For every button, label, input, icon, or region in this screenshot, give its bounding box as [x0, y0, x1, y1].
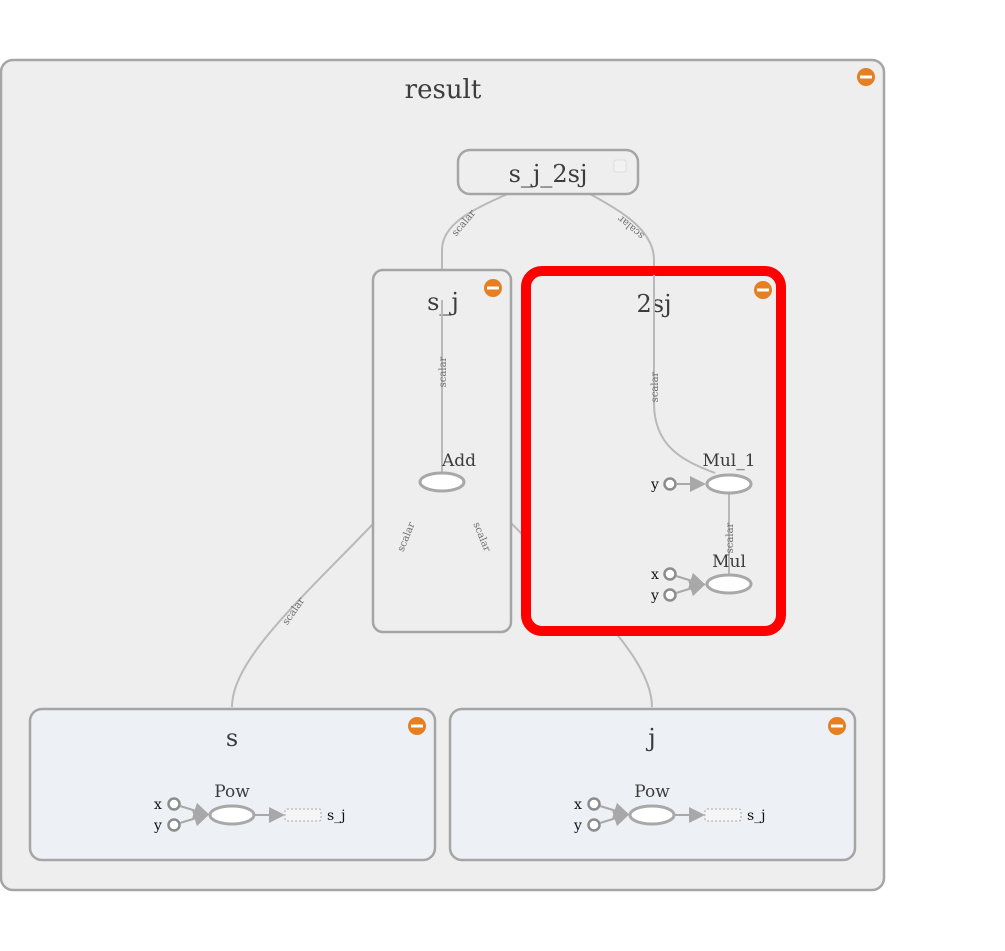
edge-label-mul-to-mul1: scalar	[725, 522, 736, 553]
op-add[interactable]	[418, 471, 466, 493]
op-mul-label: Mul	[712, 552, 746, 572]
port-mul_1-y[interactable]	[663, 477, 677, 491]
port-pow-j-y[interactable]	[587, 818, 601, 832]
op-pow-s-label: Pow	[214, 782, 250, 802]
group-s-title: s	[226, 724, 238, 752]
output-pow-j-label: s_j	[747, 808, 766, 824]
op-mul_1-label: Mul_1	[702, 451, 755, 471]
group-j[interactable]: j Pow x y s_j	[448, 707, 857, 862]
edge-label-add-up: scalar	[438, 356, 449, 387]
collapse-2sj-icon[interactable]	[754, 281, 772, 299]
group-result-title: result	[405, 75, 482, 105]
op-pow-j[interactable]	[628, 804, 676, 826]
edge-j-to-2sj	[614, 631, 653, 708]
op-pow-j-label: Pow	[634, 782, 670, 802]
node-s_j_2sj-title: s_j_2sj	[509, 160, 588, 188]
plus-square-icon[interactable]	[613, 159, 627, 173]
port-pow-j-y-label: y	[573, 818, 582, 834]
port-mul-y-label: y	[650, 588, 659, 604]
op-mul_1[interactable]	[705, 473, 753, 495]
collapse-result-icon[interactable]	[857, 68, 875, 86]
group-2sj[interactable]: 2sj Mul_1 y Mul x y	[521, 266, 786, 636]
port-mul-y[interactable]	[663, 588, 677, 602]
collapse-j-icon[interactable]	[828, 717, 846, 735]
op-add-label: Add	[441, 451, 476, 471]
edge-add-to-s_j_2sj	[441, 192, 511, 472]
port-mul-x-label: x	[651, 567, 659, 583]
port-mul_1-y-label: y	[650, 477, 659, 493]
group-j-title: j	[645, 724, 655, 752]
output-pow-s[interactable]	[284, 808, 322, 822]
edge-label-mul1-up: scalar	[650, 371, 661, 402]
port-pow-j-x[interactable]	[587, 797, 601, 811]
node-s_j_2sj[interactable]: s_j_2sj	[456, 148, 640, 196]
op-mul[interactable]	[705, 573, 753, 595]
port-pow-s-y[interactable]	[167, 818, 181, 832]
port-mul-x[interactable]	[663, 567, 677, 581]
port-pow-s-x[interactable]	[167, 797, 181, 811]
collapse-s-icon[interactable]	[408, 717, 426, 735]
group-s[interactable]: s Pow x y s_j	[28, 707, 437, 862]
port-pow-j-x-label: x	[574, 797, 582, 813]
collapse-s_j-icon[interactable]	[484, 279, 502, 297]
output-pow-s-label: s_j	[327, 808, 346, 824]
output-pow-j[interactable]	[704, 808, 742, 822]
port-pow-s-y-label: y	[153, 818, 162, 834]
op-pow-s[interactable]	[208, 804, 256, 826]
group-s_j[interactable]: s_j Add	[371, 268, 513, 634]
port-pow-s-x-label: x	[154, 797, 162, 813]
